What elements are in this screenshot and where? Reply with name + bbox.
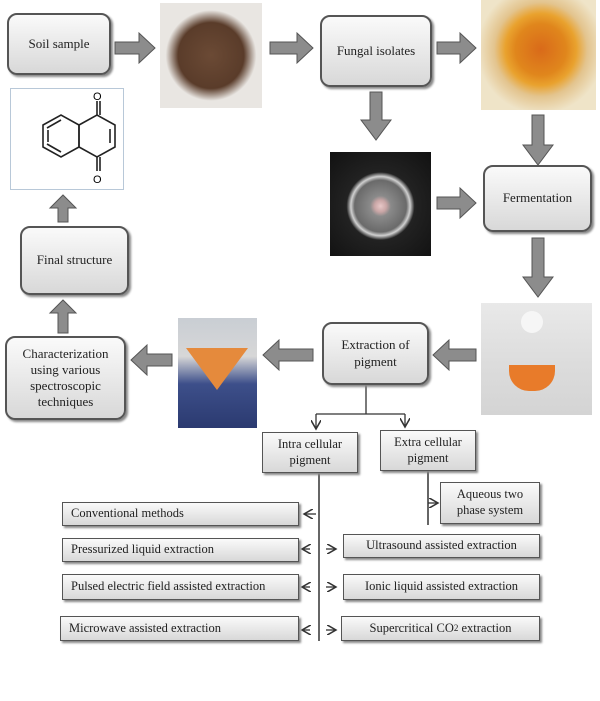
flask-photo bbox=[481, 303, 592, 415]
pulsed-electric-field-box: Pulsed electric field assisted extractio… bbox=[62, 574, 299, 600]
arrow-left-3 bbox=[130, 343, 173, 377]
pressurized-liquid-box: Pressurized liquid extraction bbox=[62, 538, 299, 562]
fungal-isolates-box: Fungal isolates bbox=[320, 15, 432, 87]
co-text: CO bbox=[436, 620, 454, 635]
svg-text:O: O bbox=[93, 174, 102, 186]
arrow-right-2 bbox=[269, 31, 314, 65]
naphthoquinone-structure: O O bbox=[42, 91, 116, 186]
extraction-box: Extraction of pigment bbox=[322, 322, 429, 385]
arrow-left-2 bbox=[262, 338, 314, 372]
soil-sample-box: Soil sample bbox=[7, 13, 111, 75]
arrow-up-2 bbox=[48, 194, 78, 223]
arrow-right-4 bbox=[436, 186, 477, 220]
structure-image: O O bbox=[10, 88, 124, 190]
orange-plate-photo bbox=[481, 0, 596, 110]
co2-subscript: 2 bbox=[453, 622, 459, 633]
arrow-down-2 bbox=[522, 114, 554, 166]
fermentation-box: Fermentation bbox=[483, 165, 592, 232]
arrow-left-1 bbox=[432, 338, 477, 372]
arrow-right-1 bbox=[114, 31, 156, 65]
arrow-down-3 bbox=[522, 237, 554, 298]
conventional-methods-box: Conventional methods bbox=[62, 502, 299, 526]
supercritical-post: extraction bbox=[458, 620, 512, 635]
arrow-up-1 bbox=[48, 299, 78, 334]
aqueous-two-phase-box: Aqueous two phase system bbox=[440, 482, 540, 524]
extra-cellular-box: Extra cellular pigment bbox=[380, 430, 476, 471]
ionic-liquid-box: Ionic liquid assisted extraction bbox=[343, 574, 540, 600]
svg-text:O: O bbox=[93, 91, 102, 103]
intra-cellular-box: Intra cellular pigment bbox=[262, 432, 358, 473]
microwave-box: Microwave assisted extraction bbox=[60, 616, 299, 641]
final-structure-box: Final structure bbox=[20, 226, 129, 295]
funnel-photo bbox=[178, 318, 257, 428]
double-arrows bbox=[302, 549, 336, 630]
petri-dish-photo bbox=[330, 152, 431, 256]
characterization-box: Characterization using various spectrosc… bbox=[5, 336, 126, 420]
supercritical-pre: Supercritical bbox=[369, 620, 437, 635]
soil-photo bbox=[160, 3, 262, 108]
arrow-down-1 bbox=[360, 91, 392, 141]
ultrasound-box: Ultrasound assisted extraction bbox=[343, 534, 540, 558]
arrow-right-3 bbox=[436, 31, 477, 65]
